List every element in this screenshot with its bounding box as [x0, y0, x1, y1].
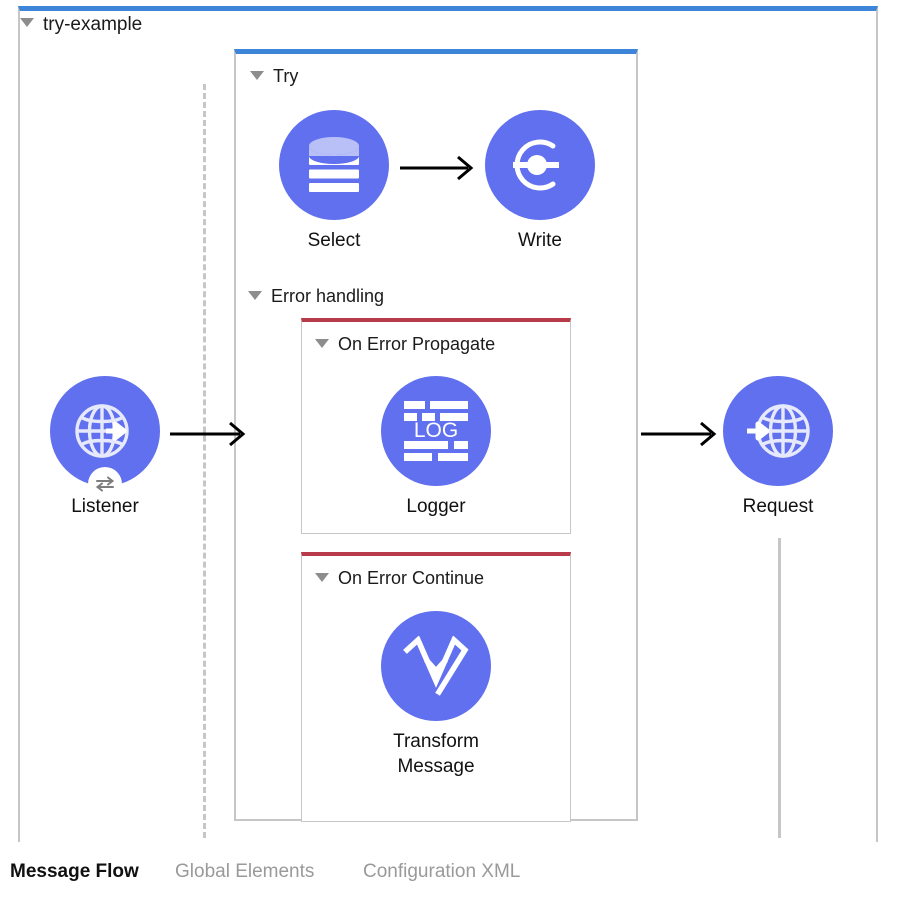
flow-canvas[interactable]: try-example Try Error handling On Error … [0, 0, 906, 852]
dataweave-v-icon [403, 636, 469, 696]
node-write[interactable]: Write [482, 110, 598, 253]
scope-on-error-continue-label: On Error Continue [338, 568, 485, 588]
scope-try-header[interactable]: Try [250, 66, 298, 87]
tab-configuration-xml[interactable]: Configuration XML [363, 861, 521, 882]
svg-text:LOG: LOG [414, 419, 458, 442]
chevron-down-icon[interactable] [315, 572, 329, 582]
node-listener-label: Listener [71, 496, 139, 517]
scope-try-label: Try [273, 66, 299, 86]
connector-request-spine [778, 538, 781, 838]
globe-arrow-in-icon [747, 404, 810, 458]
exchange-arrows-icon [95, 476, 115, 492]
node-select-disc[interactable] [279, 110, 389, 220]
listener-exchange-badge [88, 467, 122, 501]
editor-tab-bar: Message Flow Global Elements Configurati… [0, 852, 906, 900]
flow-spine-dashed-line [203, 84, 206, 838]
node-request-label: Request [742, 496, 814, 517]
node-listener[interactable]: Listener [47, 376, 163, 519]
node-transform-message-disc[interactable] [381, 611, 491, 721]
connector-select-to-write [400, 155, 474, 181]
node-request-disc[interactable] [723, 376, 833, 486]
node-logger[interactable]: LOG Logger [378, 376, 494, 519]
node-select-label: Select [307, 230, 361, 251]
flow-title-label: try-example [43, 14, 143, 35]
node-listener-disc[interactable] [50, 376, 160, 501]
flow-title[interactable]: try-example [20, 14, 142, 36]
chevron-down-icon[interactable] [315, 338, 329, 348]
tab-global-elements[interactable]: Global Elements [175, 861, 315, 882]
node-write-label: Write [518, 230, 562, 251]
scope-on-error-propagate-header[interactable]: On Error Propagate [315, 334, 495, 355]
scope-on-error-propagate-label: On Error Propagate [338, 334, 496, 354]
node-transform-message-label: Transform Message [393, 731, 479, 778]
node-logger-disc[interactable]: LOG [381, 376, 491, 486]
node-transform-message[interactable]: Transform Message [378, 611, 494, 779]
chevron-down-icon[interactable] [248, 290, 262, 300]
globe-arrow-out-icon [75, 404, 129, 458]
scope-on-error-continue-header[interactable]: On Error Continue [315, 568, 484, 589]
error-handling-label: Error handling [271, 286, 385, 306]
error-handling-header[interactable]: Error handling [248, 286, 384, 307]
connector-try-to-request [641, 421, 717, 447]
connector-listener-to-try [170, 421, 246, 447]
flow-container-try-example[interactable] [18, 6, 878, 842]
file-write-c-icon [513, 139, 559, 191]
node-select[interactable]: Select [276, 110, 392, 253]
chevron-down-icon[interactable] [20, 18, 34, 28]
database-icon [309, 137, 359, 192]
node-logger-label: Logger [406, 496, 466, 517]
tab-message-flow[interactable]: Message Flow [10, 861, 139, 882]
node-write-disc[interactable] [485, 110, 595, 220]
node-request[interactable]: Request [720, 376, 836, 519]
log-lines-icon: LOG [404, 401, 468, 461]
chevron-down-icon[interactable] [250, 70, 264, 80]
